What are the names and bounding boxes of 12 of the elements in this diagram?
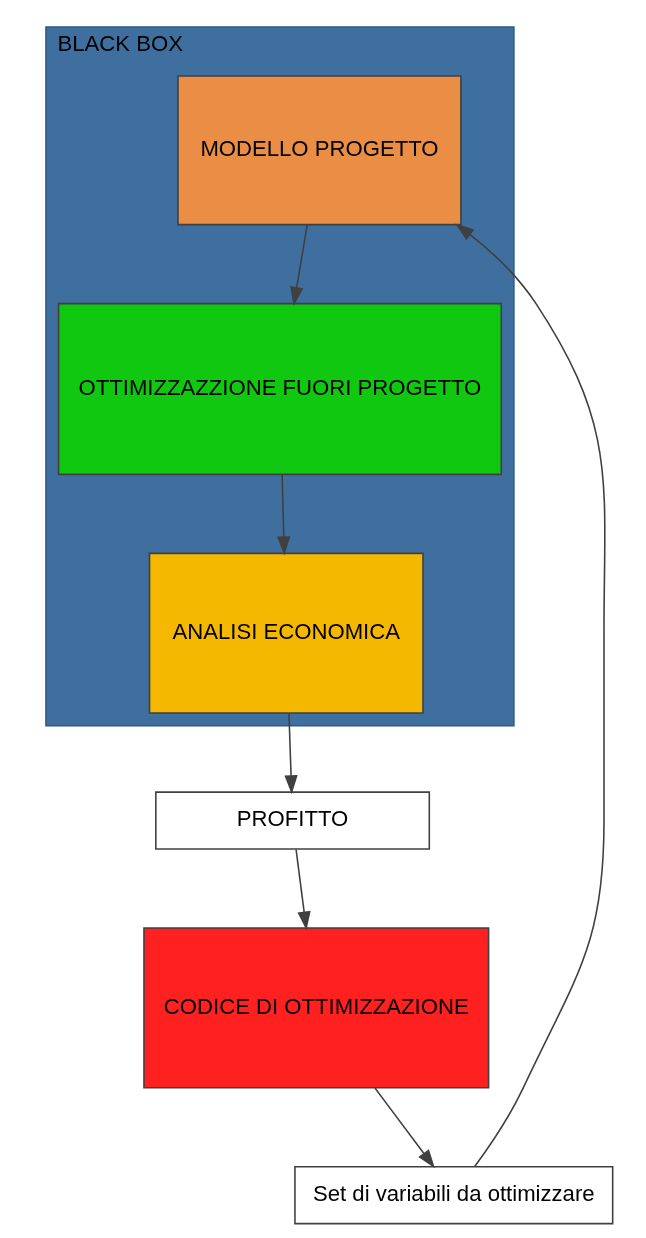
arrow [295,848,311,931]
arrow [290,224,308,306]
arrow [284,712,298,795]
node-box: CODICE DI OTTIMIZZAZIONE [143,927,490,1089]
node-box: MODELLO PROGETTO [177,75,462,226]
arrow [374,1087,435,1169]
node-box: ANALISI ECONOMICA [148,552,424,714]
node-box: PROFITTO [155,791,431,850]
node-box: OTTIMIZZAZZIONE FUORI PROGETTO [57,302,503,476]
node-box: Set di variabili da ottimizzare [294,1165,614,1225]
arrow [277,474,291,556]
arrow [455,223,606,1168]
